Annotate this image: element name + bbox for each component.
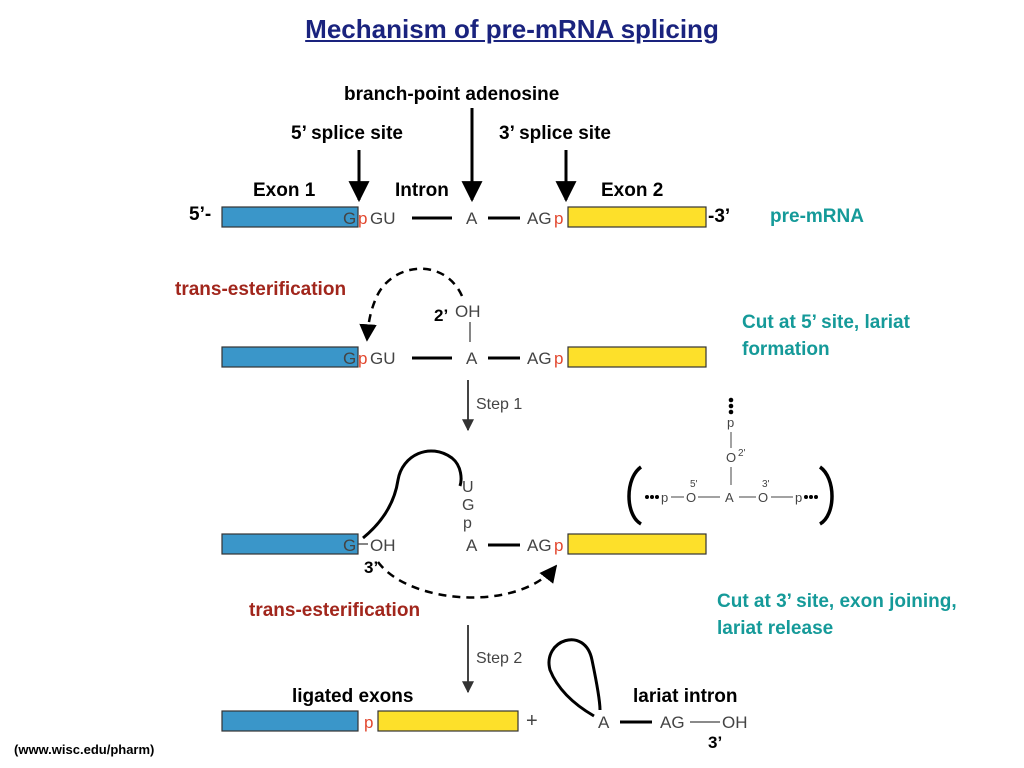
step1-note: Cut at 5’ site, lariat formation bbox=[742, 312, 910, 360]
seq-u: U bbox=[462, 479, 474, 496]
seq-p2-2: p bbox=[554, 349, 563, 368]
seq-p-3: p bbox=[463, 515, 472, 532]
branch-point-label: branch-point adenosine bbox=[344, 84, 560, 105]
seq-ag: AG bbox=[527, 209, 552, 228]
step1-attack-arrow bbox=[359, 267, 464, 342]
exon1-bar-2 bbox=[221, 346, 359, 368]
ligated-exons-label: ligated exons bbox=[292, 686, 414, 707]
svg-text:A: A bbox=[725, 490, 734, 505]
source-credit: (www.wisc.edu/pharm) bbox=[14, 742, 155, 757]
seq-oh-3: OH bbox=[370, 536, 396, 555]
seq-p-2: p bbox=[358, 349, 367, 368]
ligated-exon2-bar bbox=[377, 710, 519, 732]
five-prime-end: 5’- bbox=[189, 204, 212, 225]
svg-text:2': 2' bbox=[738, 448, 746, 459]
exon2-label: Exon 2 bbox=[601, 180, 664, 201]
exon2-bar-3 bbox=[567, 533, 707, 555]
lariat-intron-loop bbox=[547, 638, 602, 718]
seq-oh-4: OH bbox=[722, 713, 748, 732]
svg-text:p: p bbox=[727, 415, 734, 430]
seq-p-4: p bbox=[364, 713, 373, 732]
lariat-intron-label: lariat intron bbox=[633, 686, 738, 707]
seq-gu: GU bbox=[370, 209, 396, 228]
seq-gu-2: GU bbox=[370, 349, 396, 368]
branch-structure-detail: p O 2' 5' 3' p O A O p bbox=[627, 397, 834, 526]
trans-esterification-2: trans-esterification bbox=[249, 600, 421, 621]
ligated-exon1-bar bbox=[221, 710, 359, 732]
exon1-bar-3 bbox=[221, 533, 359, 555]
exon1-bar bbox=[221, 206, 359, 228]
seq-g-3: G bbox=[462, 497, 474, 514]
seq-g-3b: G bbox=[343, 536, 356, 555]
five-splice-site-label: 5’ splice site bbox=[291, 123, 403, 144]
three-prime-oh-label: 3’ bbox=[364, 558, 379, 577]
intron-label: Intron bbox=[395, 180, 449, 201]
exon1-label: Exon 1 bbox=[253, 180, 316, 201]
plus-sign: + bbox=[526, 710, 538, 732]
seq-p: p bbox=[358, 209, 367, 228]
seq-ag-3: AG bbox=[527, 536, 552, 555]
seq-ag-2: AG bbox=[527, 349, 552, 368]
two-prime-label: 2’ bbox=[434, 306, 449, 325]
step1-label: Step 1 bbox=[476, 396, 522, 413]
lariat-loop-3 bbox=[362, 449, 463, 540]
step2-note: Cut at 3’ site, exon joining, lariat rel… bbox=[717, 591, 957, 639]
exon2-bar bbox=[567, 206, 707, 228]
three-prime-lariat-label: 3’ bbox=[708, 733, 723, 752]
seq-p2-3: p bbox=[554, 536, 563, 555]
seq-a: A bbox=[466, 209, 478, 228]
trans-esterification-1: trans-esterification bbox=[175, 279, 347, 300]
seq-a-4: A bbox=[598, 713, 610, 732]
seq-g: G bbox=[343, 209, 356, 228]
seq-p2: p bbox=[554, 209, 563, 228]
pre-mrna-label: pre-mRNA bbox=[770, 206, 864, 227]
svg-text:O: O bbox=[726, 450, 736, 465]
seq-a-2: A bbox=[466, 349, 478, 368]
seq-a-3: A bbox=[466, 536, 478, 555]
svg-text:3': 3' bbox=[762, 479, 770, 490]
three-prime-end: -3’ bbox=[708, 206, 731, 227]
svg-text:5': 5' bbox=[690, 479, 698, 490]
svg-text:p: p bbox=[661, 490, 668, 505]
svg-text:O: O bbox=[686, 490, 696, 505]
seq-g-2: G bbox=[343, 349, 356, 368]
page-title: Mechanism of pre-mRNA splicing bbox=[305, 14, 719, 44]
exon2-bar-2 bbox=[567, 346, 707, 368]
svg-text:p: p bbox=[795, 490, 802, 505]
oh-2prime: OH bbox=[455, 302, 481, 321]
seq-ag-4: AG bbox=[660, 713, 685, 732]
svg-text:O: O bbox=[758, 490, 768, 505]
three-splice-site-label: 3’ splice site bbox=[499, 123, 611, 144]
step2-attack-arrow bbox=[376, 561, 558, 599]
step2-label: Step 2 bbox=[476, 650, 522, 667]
